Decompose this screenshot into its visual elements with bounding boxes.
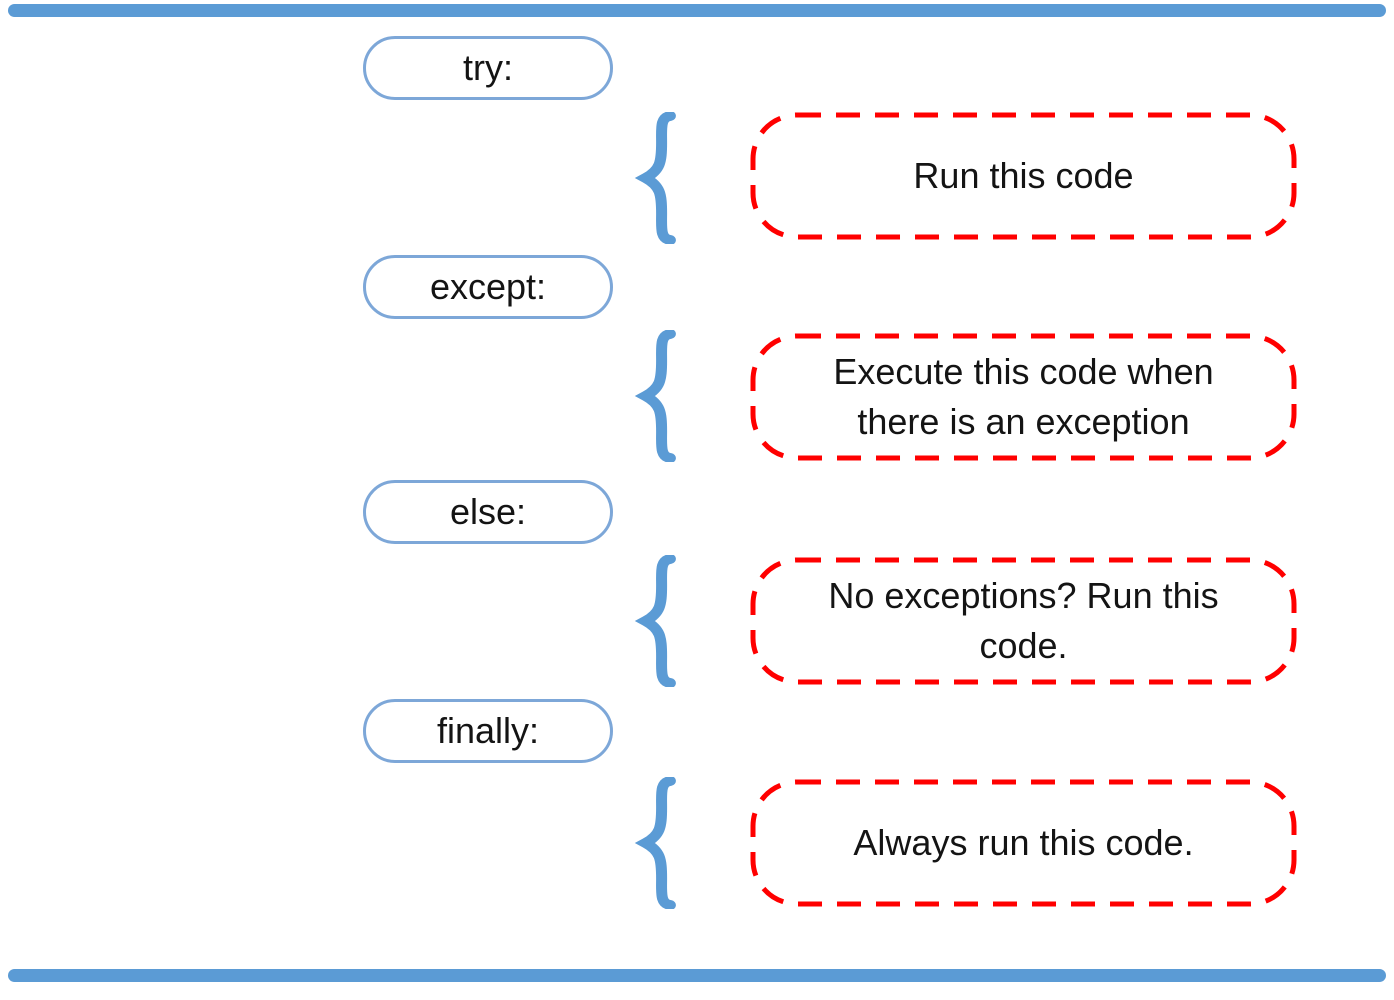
description-box-finally: Always run this code.: [750, 779, 1297, 907]
keyword-pill-except: except:: [363, 255, 613, 319]
description-text-else: No exceptions? Run this code.: [828, 574, 1219, 666]
keyword-label-except: except:: [429, 266, 547, 307]
curly-brace-icon: [633, 112, 677, 244]
bottom-divider-bar: [8, 969, 1386, 982]
keyword-label-try: try:: [463, 47, 513, 88]
keyword-pill-else: else:: [363, 480, 613, 544]
keyword-label-finally: finally:: [436, 710, 540, 751]
top-divider-bar: [8, 4, 1386, 17]
description-text-finally: Always run this code.: [853, 821, 1194, 863]
description-text-except: Execute this code when there is an excep…: [833, 350, 1214, 442]
curly-brace-icon: [633, 330, 677, 462]
keyword-label-else: else:: [449, 491, 527, 532]
curly-brace-icon: [633, 777, 677, 909]
curly-brace-icon: [633, 555, 677, 687]
keyword-pill-finally: finally:: [363, 699, 613, 763]
description-box-else: No exceptions? Run this code.: [750, 557, 1297, 685]
description-box-except: Execute this code when there is an excep…: [750, 333, 1297, 461]
description-box-try: Run this code: [750, 112, 1297, 240]
keyword-pill-try: try:: [363, 36, 613, 100]
description-text-try: Run this code: [913, 154, 1134, 196]
